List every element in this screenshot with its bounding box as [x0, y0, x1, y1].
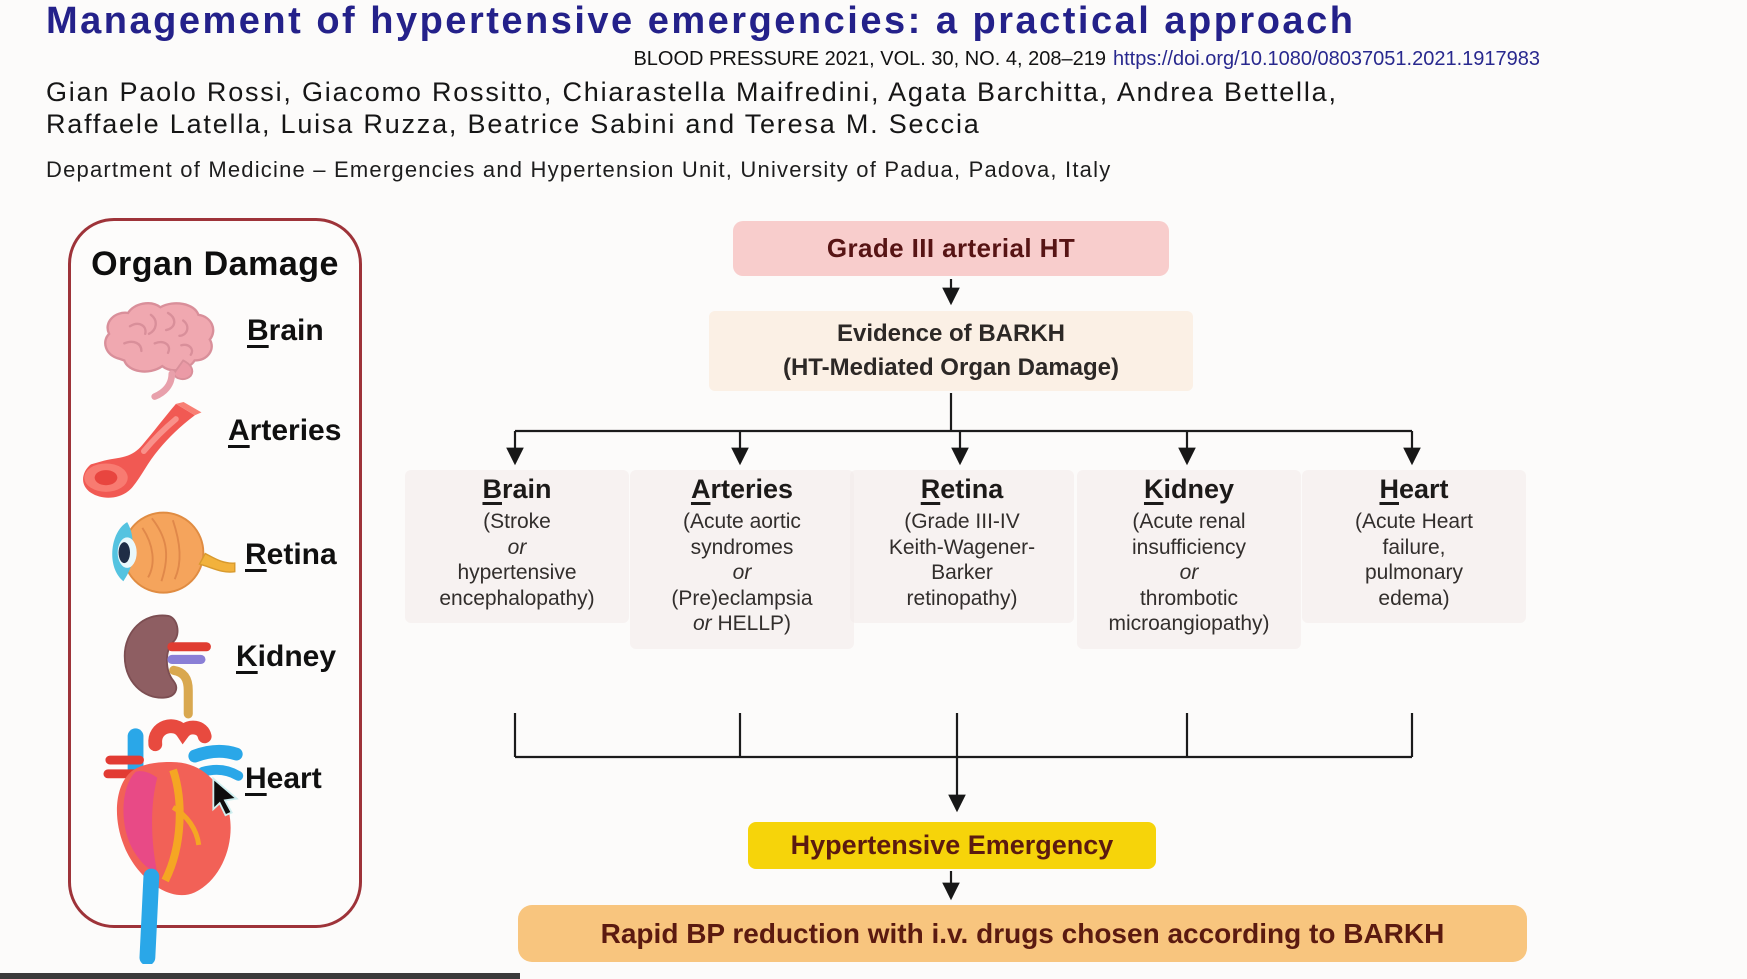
- column-line: retinopathy): [906, 586, 1018, 610]
- authors: Gian Paolo Rossi, Giacomo Rossitto, Chia…: [46, 76, 1338, 141]
- column-header-brain: Brain: [482, 474, 552, 504]
- grade-iii-arterial-ht-box: Grade III arterial HT: [733, 221, 1169, 276]
- organ-damage-title: Organ Damage: [91, 245, 339, 283]
- column-line: (Acute renal: [1132, 510, 1246, 533]
- heart-icon: [100, 716, 258, 969]
- column-header-kidney: Kidney: [1143, 474, 1235, 504]
- organ-label-heart: Heart: [245, 762, 322, 795]
- organ-label-brain: Brain: [247, 314, 324, 347]
- organ-label-retina: Retina: [245, 538, 337, 571]
- brain-icon: [92, 296, 244, 409]
- authors-line-2: Raffaele Latella, Luisa Ruzza, Beatrice …: [46, 109, 981, 140]
- organ-label-kidney: Kidney: [236, 640, 337, 673]
- column-line: or: [732, 561, 752, 585]
- column-line: syndromes: [690, 535, 794, 559]
- column-line: (Stroke: [483, 510, 551, 533]
- journal-citation: BLOOD PRESSURE 2021, VOL. 30, NO. 4, 208…: [633, 48, 1540, 71]
- column-header-retina: Retina: [920, 474, 1004, 504]
- hypertensive-emergency-box: Hypertensive Emergency: [748, 822, 1156, 869]
- evidence-of-barkh-box: Evidence of BARKH (HT-Mediated Organ Dam…: [709, 311, 1193, 391]
- organ-label-arteries: Arteries: [228, 414, 342, 447]
- kidney-icon: [112, 608, 230, 725]
- column-line: or HELLP): [692, 612, 792, 636]
- column-line: encephalopathy): [439, 586, 595, 610]
- mouse-cursor-icon: [205, 776, 245, 823]
- bottom-edge-strip: [0, 973, 520, 979]
- column-line: microangiopathy): [1108, 612, 1270, 636]
- doi-link[interactable]: https://doi.org/10.1080/08037051.2021.19…: [1112, 48, 1540, 70]
- column-line: Barker: [931, 561, 993, 585]
- column-line: hypertensive: [457, 561, 577, 585]
- page-title: Management of hypertensive emergencies: …: [46, 0, 1356, 42]
- column-line: pulmonary: [1364, 561, 1464, 585]
- column-line: or: [507, 535, 527, 559]
- arteries-icon: [74, 402, 242, 511]
- retina-icon: [96, 505, 244, 610]
- evidence-line-1: Evidence of BARKH: [836, 320, 1066, 348]
- column-line: Keith-Wagener-: [888, 535, 1036, 559]
- column-line: edema): [1378, 586, 1450, 610]
- column-line: (Acute aortic: [683, 510, 801, 533]
- column-header-arteries: Arteries: [690, 474, 794, 504]
- citation-text: BLOOD PRESSURE 2021, VOL. 30, NO. 4, 208…: [633, 48, 1106, 70]
- column-line: (Grade III-IV: [904, 510, 1020, 533]
- column-line: or: [1179, 561, 1199, 585]
- column-line: failure,: [1382, 535, 1446, 559]
- column-line: insufficiency: [1131, 535, 1246, 559]
- evidence-line-2: (HT-Mediated Organ Damage): [782, 354, 1120, 381]
- column-line: (Acute Heart: [1355, 510, 1473, 533]
- column-line: (Pre)eclampsia: [671, 586, 813, 610]
- rapid-bp-reduction-box: Rapid BP reduction with i.v. drugs chose…: [518, 905, 1527, 962]
- affiliation: Department of Medicine – Emergencies and…: [46, 157, 1112, 182]
- column-header-heart: Heart: [1379, 474, 1449, 504]
- column-line: thrombotic: [1139, 586, 1239, 610]
- authors-line-1: Gian Paolo Rossi, Giacomo Rossitto, Chia…: [46, 77, 1338, 107]
